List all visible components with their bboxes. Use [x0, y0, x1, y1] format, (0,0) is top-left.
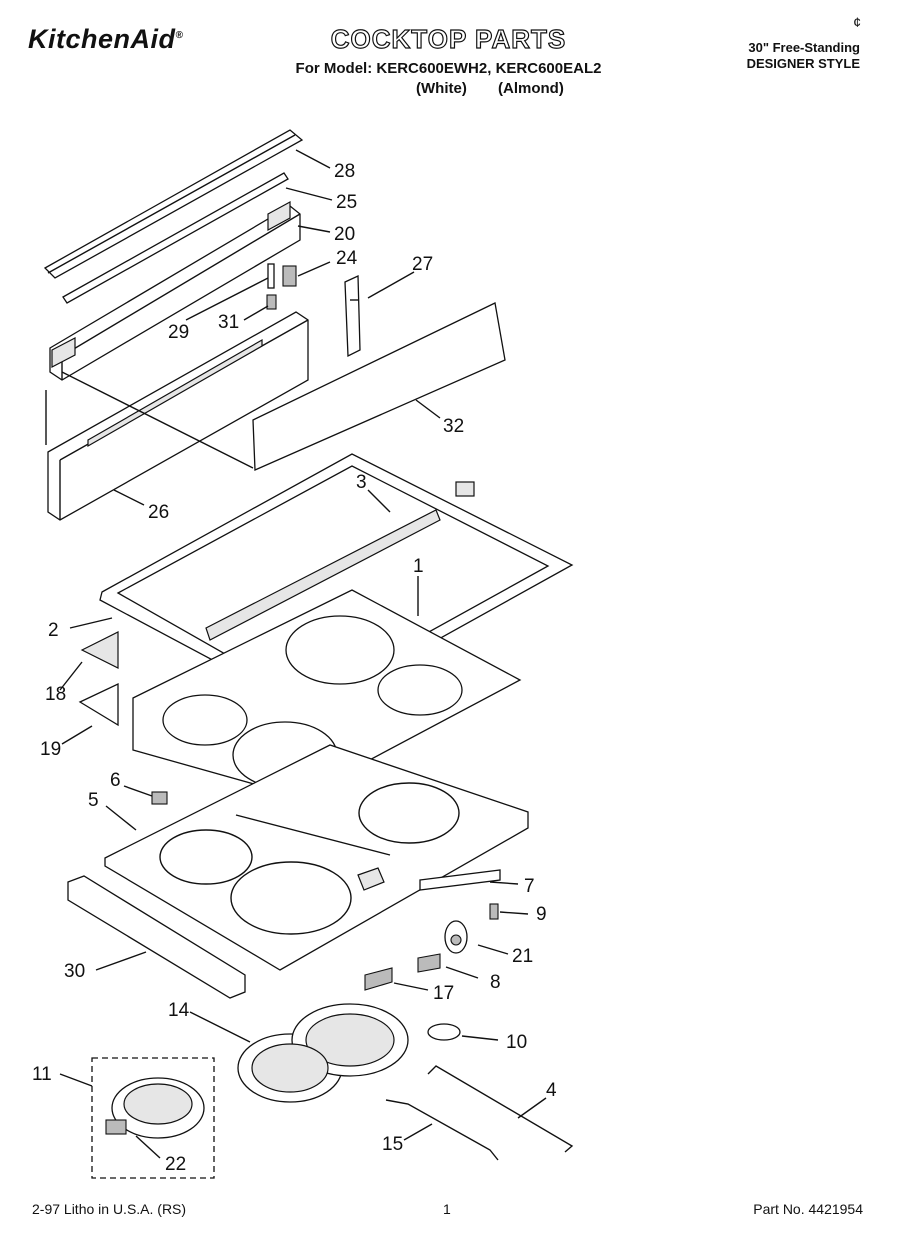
- color-almond-label: (Almond): [498, 80, 564, 97]
- leader-lines: [59, 149, 547, 1159]
- callout-8: 8: [490, 972, 501, 993]
- callout-7: 7: [524, 876, 535, 897]
- part-19-corner-gasket: [78, 682, 119, 727]
- callout-2: 2: [48, 620, 59, 641]
- footer-page-number: 1: [443, 1201, 451, 1217]
- part-18-corner-piece: [80, 631, 119, 669]
- part-25-rod: [62, 172, 289, 304]
- callout-6: 6: [110, 770, 121, 791]
- part-6-clip: [151, 791, 168, 805]
- page-title: COCKTOP PARTS: [330, 23, 567, 54]
- part-10-clip: [427, 1023, 461, 1041]
- part-27-bracket: [344, 274, 361, 358]
- callout-20: 20: [334, 224, 355, 245]
- callout-19: 19: [40, 739, 61, 760]
- callout-9: 9: [536, 904, 547, 925]
- callout-30: 30: [64, 961, 85, 982]
- callout-10: 10: [506, 1032, 527, 1053]
- model-line: For Model: KERC600EWH2, KERC600EAL2: [295, 60, 602, 77]
- callout-27: 27: [412, 254, 433, 275]
- part-15-rod: [385, 1099, 499, 1161]
- part-7-bracket: [419, 869, 501, 891]
- callout-31: 31: [218, 312, 239, 333]
- part-21-switch: [444, 920, 468, 954]
- part-11-element: [91, 1057, 215, 1179]
- part-31-spacer: [266, 294, 277, 310]
- part-28-trim: [43, 129, 304, 279]
- corner-mark: ¢: [853, 14, 861, 30]
- callout-28: 28: [334, 161, 355, 182]
- callout-5: 5: [88, 790, 99, 811]
- part-30-front-trim: [67, 875, 246, 999]
- callout-11: 11: [32, 1064, 52, 1085]
- part-32-glass-panel: [61, 302, 506, 471]
- callout-26: 26: [148, 502, 169, 523]
- part-3-frame: [99, 453, 574, 713]
- part-24-clip: [282, 265, 297, 287]
- part-9-screw: [489, 903, 499, 920]
- footer-litho: 2-97 Litho in U.S.A. (RS): [32, 1201, 187, 1217]
- part-20-backguard-top: [49, 200, 301, 381]
- callout-1: 1: [413, 556, 424, 577]
- part-5-burner-box: [104, 744, 529, 971]
- brand-logo: KitchenAid®: [28, 24, 184, 54]
- callout-labels: 28 25 20 24 27 29 31 32 26 3 1 2 18 19 6…: [32, 161, 557, 1175]
- part-4-rod: [427, 1065, 574, 1153]
- callout-22: 22: [165, 1154, 186, 1175]
- callout-15: 15: [382, 1134, 403, 1155]
- callout-21: 21: [512, 946, 533, 967]
- callout-25: 25: [336, 192, 357, 213]
- part-8-clip: [417, 953, 441, 973]
- callout-18: 18: [45, 684, 66, 705]
- callout-14: 14: [168, 1000, 190, 1021]
- callout-29: 29: [168, 322, 189, 343]
- callout-3: 3: [356, 472, 367, 493]
- style-line-2: DESIGNER STYLE: [746, 56, 860, 71]
- callout-4: 4: [546, 1080, 557, 1101]
- part-14-element-assembly: [237, 1003, 409, 1103]
- callout-17: 17: [433, 983, 454, 1004]
- footer-part-number: Part No. 4421954: [753, 1201, 863, 1217]
- callout-32: 32: [443, 416, 464, 437]
- part-26-backguard-panel: [45, 311, 309, 521]
- callout-24: 24: [336, 248, 358, 269]
- part-17-block: [364, 967, 393, 991]
- part-29-pin: [267, 263, 275, 289]
- style-line-1: 30" Free-Standing: [748, 40, 860, 55]
- color-white-label: (White): [416, 80, 467, 97]
